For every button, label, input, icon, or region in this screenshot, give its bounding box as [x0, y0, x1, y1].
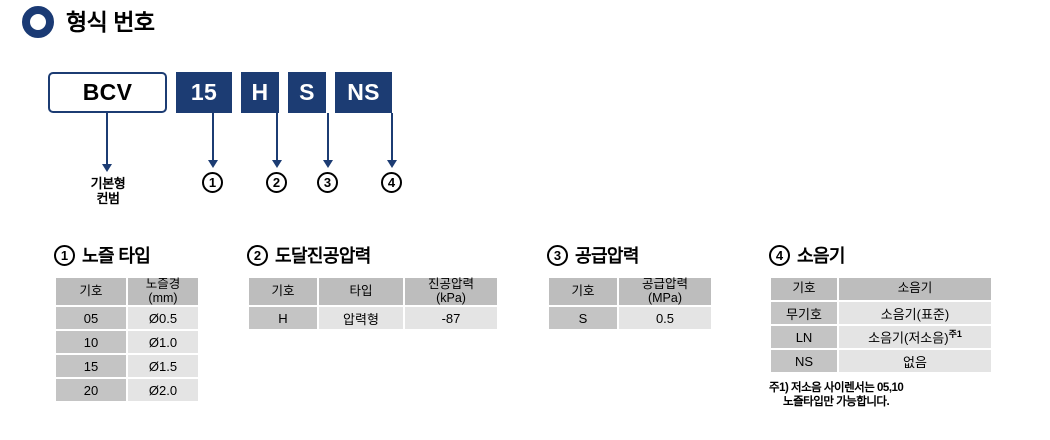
- cell-silencer: 소음기(표준): [839, 302, 991, 324]
- table-row: 무기호 소음기(표준): [771, 302, 991, 324]
- section-3-number: 3: [547, 244, 568, 266]
- callout-number-1: 1: [202, 172, 223, 193]
- arrow-callout-1: [212, 113, 214, 161]
- section-vacuum-pressure: 2 도달진공압력 기호 타입 진공압력 (kPa) H 압력형 -87: [247, 243, 499, 331]
- cell-symbol: 15: [56, 355, 126, 377]
- cell-symbol: LN: [771, 326, 837, 348]
- table-row: LN 소음기(저소음)주1: [771, 326, 991, 348]
- table-supply-pressure: 기호 공급압력 (MPa) S 0.5: [547, 276, 713, 331]
- section-3-title: 공급압력: [575, 246, 639, 266]
- table-row: 10 Ø1.0: [56, 331, 198, 353]
- table-row: 05 Ø0.5: [56, 307, 198, 329]
- base-type-label-line1: 기본형: [90, 176, 126, 191]
- code-box-nozzle: 15: [176, 72, 232, 113]
- model-code-row: BCV 15 H S NS: [48, 72, 392, 113]
- callout-number-3: 3: [317, 172, 338, 193]
- arrow-callout-2: [276, 113, 278, 161]
- section-2-heading: 2 도달진공압력: [247, 243, 499, 267]
- cell-nozzle-dia: Ø1.5: [128, 355, 198, 377]
- column-header-type-text: 타입: [349, 283, 373, 298]
- cell-supply-mpa: 0.5: [619, 307, 711, 329]
- arrow-callout-3: [327, 113, 329, 161]
- column-header-vacuum-kpa-line1: 진공압력: [427, 277, 474, 291]
- cell-silencer-text: 소음기(저소음): [868, 330, 949, 346]
- cell-symbol: H: [249, 307, 317, 329]
- column-header-supply-mpa-line1: 공급압력: [641, 277, 688, 291]
- cell-type: 압력형: [319, 307, 403, 329]
- base-type-label: 기본형 컨범: [60, 176, 156, 207]
- table-nozzle-type: 기호 노즐경 (mm) 05 Ø0.5 10 Ø1.0 15 Ø1.5: [54, 276, 200, 403]
- column-header-supply-mpa: 공급압력 (MPa): [619, 277, 711, 305]
- column-header-symbol-text: 기호: [271, 283, 295, 298]
- section-supply-pressure: 3 공급압력 기호 공급압력 (MPa) S 0.5: [547, 243, 713, 331]
- callout-number-2: 2: [266, 172, 287, 193]
- column-header-nozzle-dia: 노즐경 (mm): [128, 277, 198, 305]
- page-title: 형식 번호: [66, 8, 155, 35]
- table-vacuum-pressure: 기호 타입 진공압력 (kPa) H 압력형 -87: [247, 276, 499, 331]
- column-header-symbol-text: 기호: [79, 283, 103, 298]
- arrow-base: [106, 113, 108, 165]
- table-header-row: 기호 노즐경 (mm): [56, 277, 198, 305]
- section-nozzle-type: 1 노즐 타입 기호 노즐경 (mm) 05 Ø0.5 10 Ø1.0: [54, 243, 200, 403]
- table-header-row: 기호 공급압력 (MPa): [549, 277, 711, 305]
- arrow-callout-4: [391, 113, 393, 161]
- callout-number-4: 4: [381, 172, 402, 193]
- table-row: 15 Ø1.5: [56, 355, 198, 377]
- footnote-marker: 주1: [948, 329, 962, 340]
- column-header-silencer-text: 소음기: [897, 281, 933, 296]
- cell-symbol: 05: [56, 307, 126, 329]
- cell-symbol: 10: [56, 331, 126, 353]
- column-header-nozzle-dia-line1: 노즐경: [145, 277, 181, 291]
- section-4-title: 소음기: [797, 246, 845, 266]
- cell-symbol: NS: [771, 350, 837, 372]
- table-row: S 0.5: [549, 307, 711, 329]
- column-header-symbol: 기호: [249, 278, 317, 305]
- column-header-symbol: 기호: [56, 278, 126, 305]
- section-1-title: 노즐 타입: [82, 246, 151, 266]
- column-header-silencer: 소음기: [839, 278, 991, 300]
- column-header-nozzle-dia-line2: (mm): [148, 290, 178, 305]
- section-2-title: 도달진공압력: [275, 246, 371, 266]
- table-header-row: 기호 타입 진공압력 (kPa): [249, 277, 497, 305]
- cell-nozzle-dia: Ø1.0: [128, 331, 198, 353]
- cell-nozzle-dia: Ø0.5: [128, 307, 198, 329]
- column-header-symbol-text: 기호: [571, 283, 595, 298]
- silencer-footnote-line2: 노즐타입만 가능합니다.: [783, 396, 890, 409]
- base-type-label-line2: 컨범: [96, 190, 120, 206]
- column-header-vacuum-kpa: 진공압력 (kPa): [405, 277, 497, 305]
- table-row: 20 Ø2.0: [56, 379, 198, 401]
- table-silencer: 기호 소음기 무기호 소음기(표준) LN 소음기(저소음)주1 NS 없음: [769, 276, 993, 374]
- table-row: H 압력형 -87: [249, 307, 497, 329]
- code-box-base: BCV: [48, 72, 167, 113]
- column-header-type: 타입: [319, 278, 403, 305]
- column-header-vacuum-kpa-line2: (kPa): [436, 290, 466, 305]
- section-4-heading: 4 소음기: [769, 243, 993, 267]
- column-header-symbol: 기호: [771, 278, 837, 300]
- column-header-symbol-text: 기호: [792, 281, 816, 296]
- column-header-supply-mpa-line2: (MPa): [647, 290, 683, 305]
- cell-nozzle-dia: Ø2.0: [128, 379, 198, 401]
- silencer-footnote: 주1) 저소음 사이렌서는 05,10 노즐타입만 가능합니다.: [769, 381, 993, 410]
- cell-symbol: 무기호: [771, 302, 837, 324]
- cell-symbol: S: [549, 307, 617, 329]
- silencer-footnote-line1: 주1) 저소음 사이렌서는 05,10: [769, 382, 904, 394]
- section-silencer: 4 소음기 기호 소음기 무기호 소음기(표준) LN 소음기(저소음)주1: [769, 243, 993, 410]
- section-4-number: 4: [769, 244, 790, 266]
- code-box-vacuum: H: [241, 72, 279, 113]
- cell-vacuum-kpa: -87: [405, 307, 497, 329]
- section-1-heading: 1 노즐 타입: [54, 243, 200, 267]
- section-1-number: 1: [54, 244, 75, 266]
- cell-symbol: 20: [56, 379, 126, 401]
- cell-silencer: 없음: [839, 350, 991, 372]
- page-header: 형식 번호: [22, 6, 155, 38]
- section-2-number: 2: [247, 244, 268, 266]
- table-row: NS 없음: [771, 350, 991, 372]
- ring-icon: [22, 6, 54, 38]
- table-header-row: 기호 소음기: [771, 278, 991, 300]
- section-3-heading: 3 공급압력: [547, 243, 713, 267]
- code-box-supply: S: [288, 72, 326, 113]
- cell-silencer: 소음기(저소음)주1: [839, 326, 991, 348]
- code-box-silencer: NS: [335, 72, 392, 113]
- column-header-symbol: 기호: [549, 278, 617, 305]
